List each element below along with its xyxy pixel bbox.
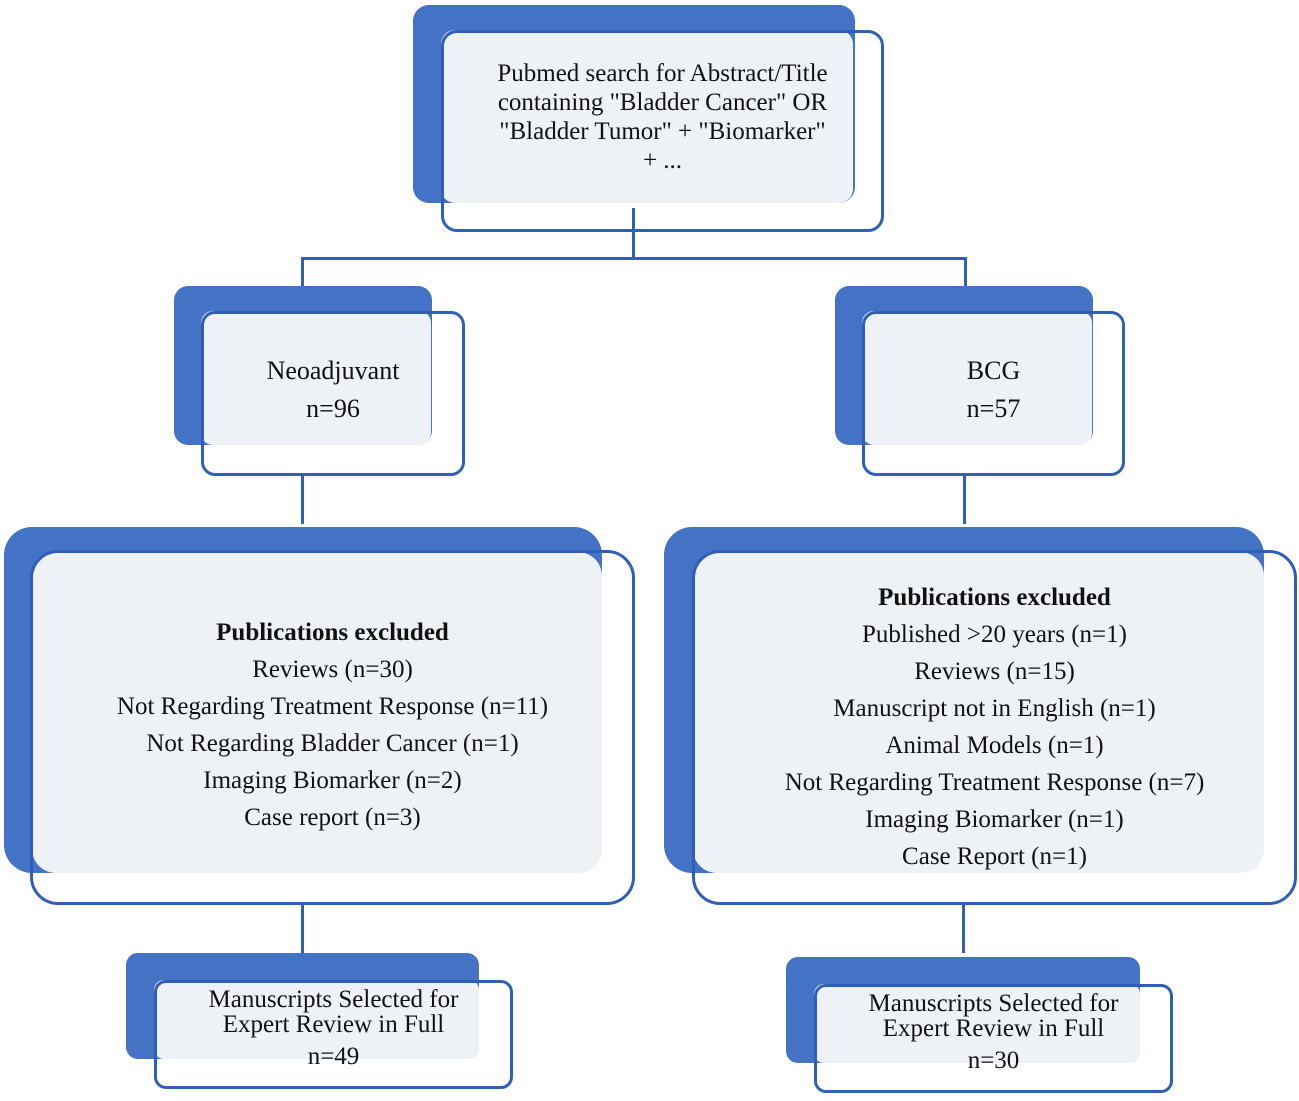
bcg-excluded-item: Not Regarding Treatment Response (n=7): [784, 769, 1205, 796]
neoadjuvant-excluded-item: Reviews (n=30): [252, 656, 413, 683]
search-line-2: containing "Bladder Cancer" OR: [497, 88, 828, 116]
neoadjuvant-selected-count: n=49: [307, 1043, 360, 1070]
search-line-3: "Bladder Tumor" + "Biomarker": [499, 117, 826, 145]
neoadjuvant-excluded-item: Not Regarding Treatment Response (n=11): [116, 693, 549, 720]
bcg-excluded-item: Reviews (n=15): [914, 658, 1075, 685]
connector-bcg-to-excluded: [963, 476, 966, 524]
connector-branch: [301, 257, 967, 260]
bcg-excluded-item: Imaging Biomarker (n=1): [865, 806, 1124, 833]
neoadjuvant-selected-line-1: Manuscripts Selected for: [208, 986, 459, 1013]
search-line-4: + ...: [642, 146, 683, 174]
connector-to-neoadjuvant: [301, 257, 304, 287]
connector-neoadjuvant-excluded-to-selected: [301, 905, 304, 953]
bcg-count: n=57: [966, 394, 1021, 423]
neoadjuvant-excluded-title: Publications excluded: [216, 619, 449, 646]
bcg-selected-count: n=30: [967, 1047, 1020, 1074]
search-line-1: Pubmed search for Abstract/Title: [497, 59, 828, 87]
bcg-selected-line-1: Manuscripts Selected for: [868, 990, 1119, 1017]
bcg-excluded-item: Case Report (n=1): [902, 843, 1087, 870]
bcg-selected-line-2: Expert Review in Full: [882, 1015, 1105, 1042]
bcg-label: BCG: [966, 356, 1021, 385]
connector-bcg-excluded-to-selected: [962, 905, 965, 953]
bcg-excluded-title: Publications excluded: [878, 584, 1111, 611]
neoadjuvant-excluded-item: Imaging Biomarker (n=2): [203, 767, 462, 794]
neoadjuvant-excluded-item: Case report (n=3): [244, 804, 421, 831]
connector-neoadjuvant-to-excluded: [301, 476, 304, 524]
bcg-excluded-item: Published >20 years (n=1): [862, 621, 1127, 648]
connector-search-down: [632, 208, 635, 260]
bcg-excluded-item: Animal Models (n=1): [885, 732, 1104, 759]
neoadjuvant-label: Neoadjuvant: [266, 356, 400, 385]
connector-to-bcg: [964, 257, 967, 287]
bcg-excluded-item: Manuscript not in English (n=1): [833, 695, 1156, 722]
neoadjuvant-excluded-item: Not Regarding Bladder Cancer (n=1): [146, 730, 519, 757]
neoadjuvant-selected-line-2: Expert Review in Full: [222, 1011, 445, 1038]
neoadjuvant-count: n=96: [306, 394, 360, 423]
